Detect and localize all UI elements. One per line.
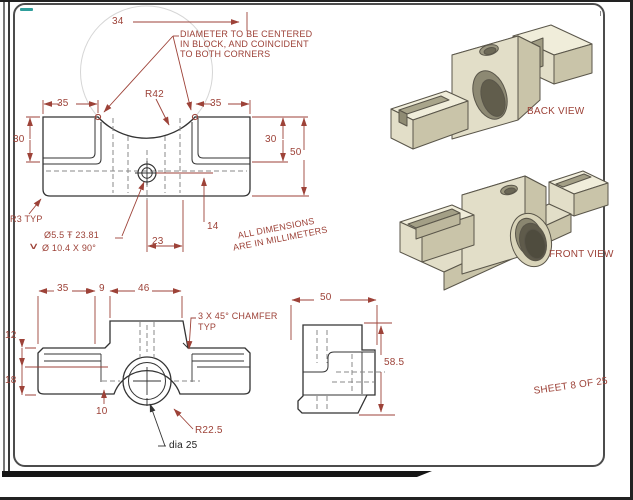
- dim-34-label: 34: [112, 16, 124, 27]
- back-view-label: BACK VIEW: [527, 106, 585, 117]
- front-view-label: FRONT VIEW: [549, 249, 614, 260]
- dim-10-label: 10: [96, 406, 108, 417]
- window-border-right: [630, 0, 633, 500]
- radius-r42-label: R42: [145, 89, 164, 100]
- iso-front-view-model: [399, 170, 609, 291]
- diameter-note-line2: IN BLOCK, AND COINCIDENT: [180, 39, 309, 49]
- dia-25-label: dia 25: [169, 440, 198, 451]
- toolbar-artifact-mark: [20, 8, 33, 11]
- iso-back-view-model: [390, 24, 593, 150]
- countersink-icon: ∨: [28, 241, 40, 251]
- dim-30-left-label: 30: [13, 134, 25, 145]
- side-dim-50-label: 50: [320, 292, 332, 303]
- dim-50-label: 50: [290, 147, 302, 158]
- window-border-top: [0, 0, 633, 2]
- diameter-note-line3: TO BOTH CORNERS: [180, 49, 271, 59]
- front-view-2d-dimensions: [19, 288, 196, 430]
- window-edge-line-dark: [8, 2, 10, 471]
- dim-14-label: 14: [207, 221, 219, 232]
- dim-18-label: 18: [5, 375, 17, 386]
- front-view-2d-geometry: [37, 320, 251, 406]
- chamfer-note-line2: TYP: [198, 322, 217, 332]
- dim-35-bottom-label: 35: [57, 283, 69, 294]
- bottom-window-bar: [2, 471, 432, 477]
- radius-r225-label: R22.5: [195, 425, 223, 436]
- side-dim-585-label: 58.5: [384, 357, 405, 368]
- dim-23-label: 23: [152, 236, 164, 247]
- side-view-2d-dimensions: [290, 297, 395, 416]
- side-view-2d-geometry: [297, 324, 385, 414]
- top-view-dimensions: [26, 12, 309, 252]
- top-view-geometry: [42, 5, 251, 200]
- hole-note-line2: Ø 10.4 X 90°: [42, 243, 97, 253]
- dim-35-right-label: 35: [210, 98, 222, 109]
- chamfer-note-line1: 3 X 45° CHAMFER: [198, 311, 278, 321]
- fillet-r3-note: R3 TYP: [10, 214, 43, 224]
- diameter-note-line1: DIAMETER TO BE CENTERED: [180, 29, 313, 39]
- dia25-leader: [149, 403, 166, 447]
- dim-35-left-label: 35: [57, 98, 69, 109]
- dim-12-label: 12: [5, 330, 17, 341]
- window-edge-line: [3, 2, 5, 471]
- hole-note-line1: Ø5.5 Ŧ 23.81: [44, 230, 99, 240]
- dim-46-label: 46: [138, 283, 150, 294]
- dim-9-label: 9: [99, 283, 105, 294]
- window-border-bottom: [0, 497, 633, 500]
- dim-30-right-label: 30: [265, 134, 277, 145]
- cursor-tick-mark: [600, 11, 601, 16]
